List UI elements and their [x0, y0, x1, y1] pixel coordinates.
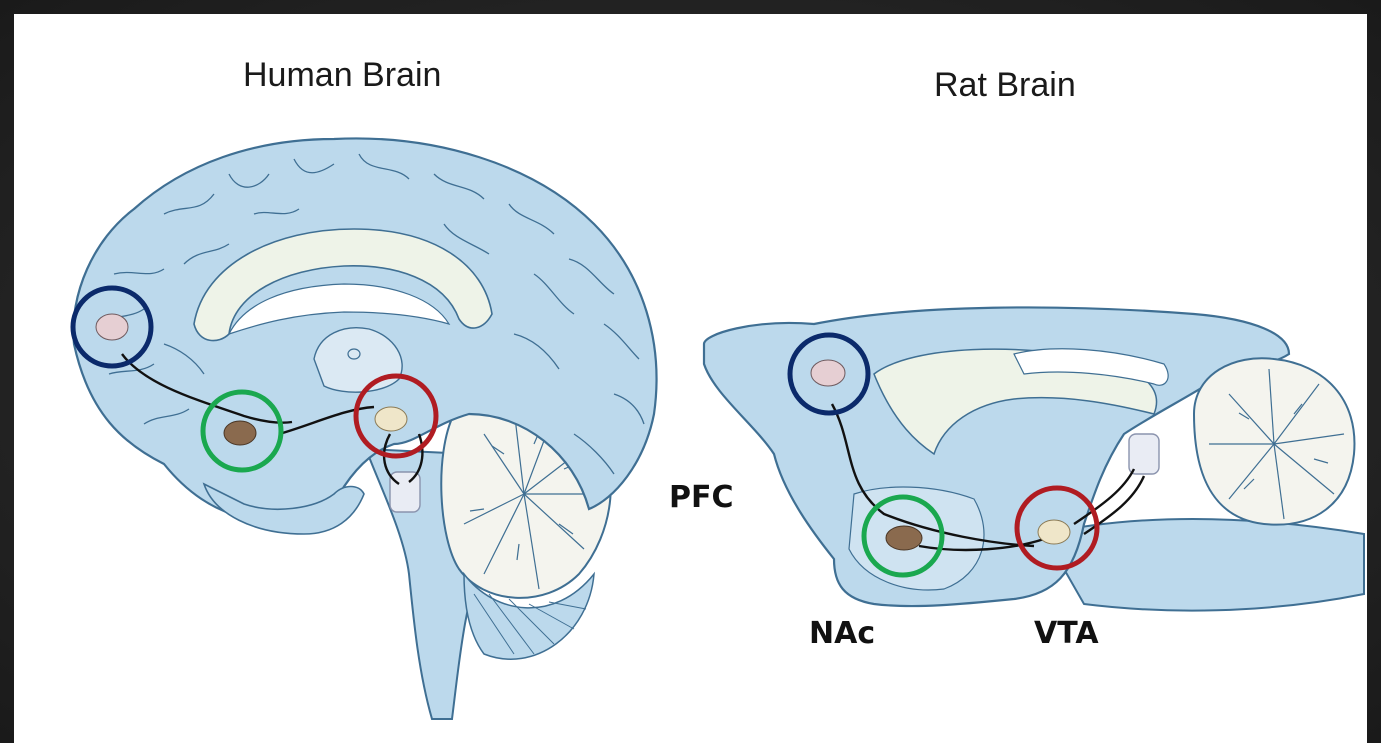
human-pfc-region: [96, 314, 128, 340]
brain-diagram: [14, 14, 1367, 743]
figure-panel: Human Brain Rat Brain: [14, 14, 1367, 743]
pfc-label: PFC: [669, 480, 734, 515]
human-nac-region: [224, 421, 256, 445]
human-brainstem-nucleus: [390, 472, 420, 512]
rat-brainstem-nucleus: [1129, 434, 1159, 474]
rat-pfc-region: [811, 360, 845, 386]
human-vta-region: [375, 407, 407, 431]
vta-label: VTA: [1034, 616, 1099, 651]
rat-nac-region: [886, 526, 922, 550]
rat-brain: [704, 307, 1364, 610]
nac-label: NAc: [809, 616, 875, 651]
rat-brainstem: [1044, 519, 1364, 611]
rat-vta-region: [1038, 520, 1070, 544]
human-brain: [73, 138, 657, 719]
